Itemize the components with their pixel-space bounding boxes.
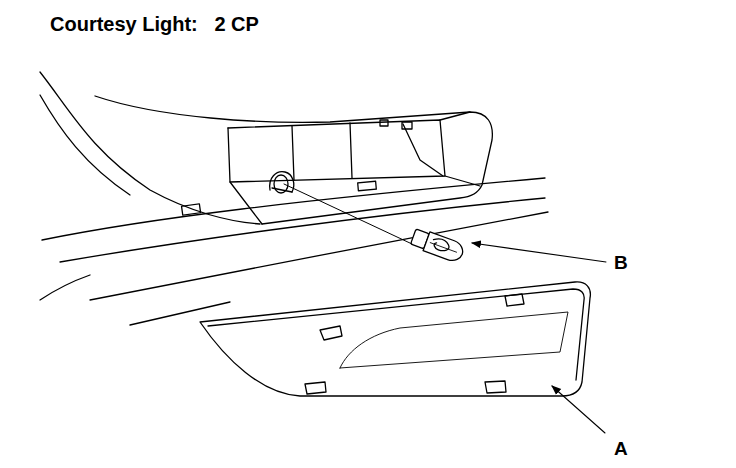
leader-line <box>472 243 606 262</box>
courtesy-light-lens <box>200 282 590 396</box>
light-housing <box>95 96 492 224</box>
callout-letter: B <box>612 252 630 273</box>
callout-letter: A <box>612 438 630 459</box>
leader-line <box>552 386 605 433</box>
door-trim-lines <box>40 72 548 325</box>
page-title: Courtesy Light: 2 CP <box>50 14 259 34</box>
wedge-bulb <box>265 143 479 303</box>
